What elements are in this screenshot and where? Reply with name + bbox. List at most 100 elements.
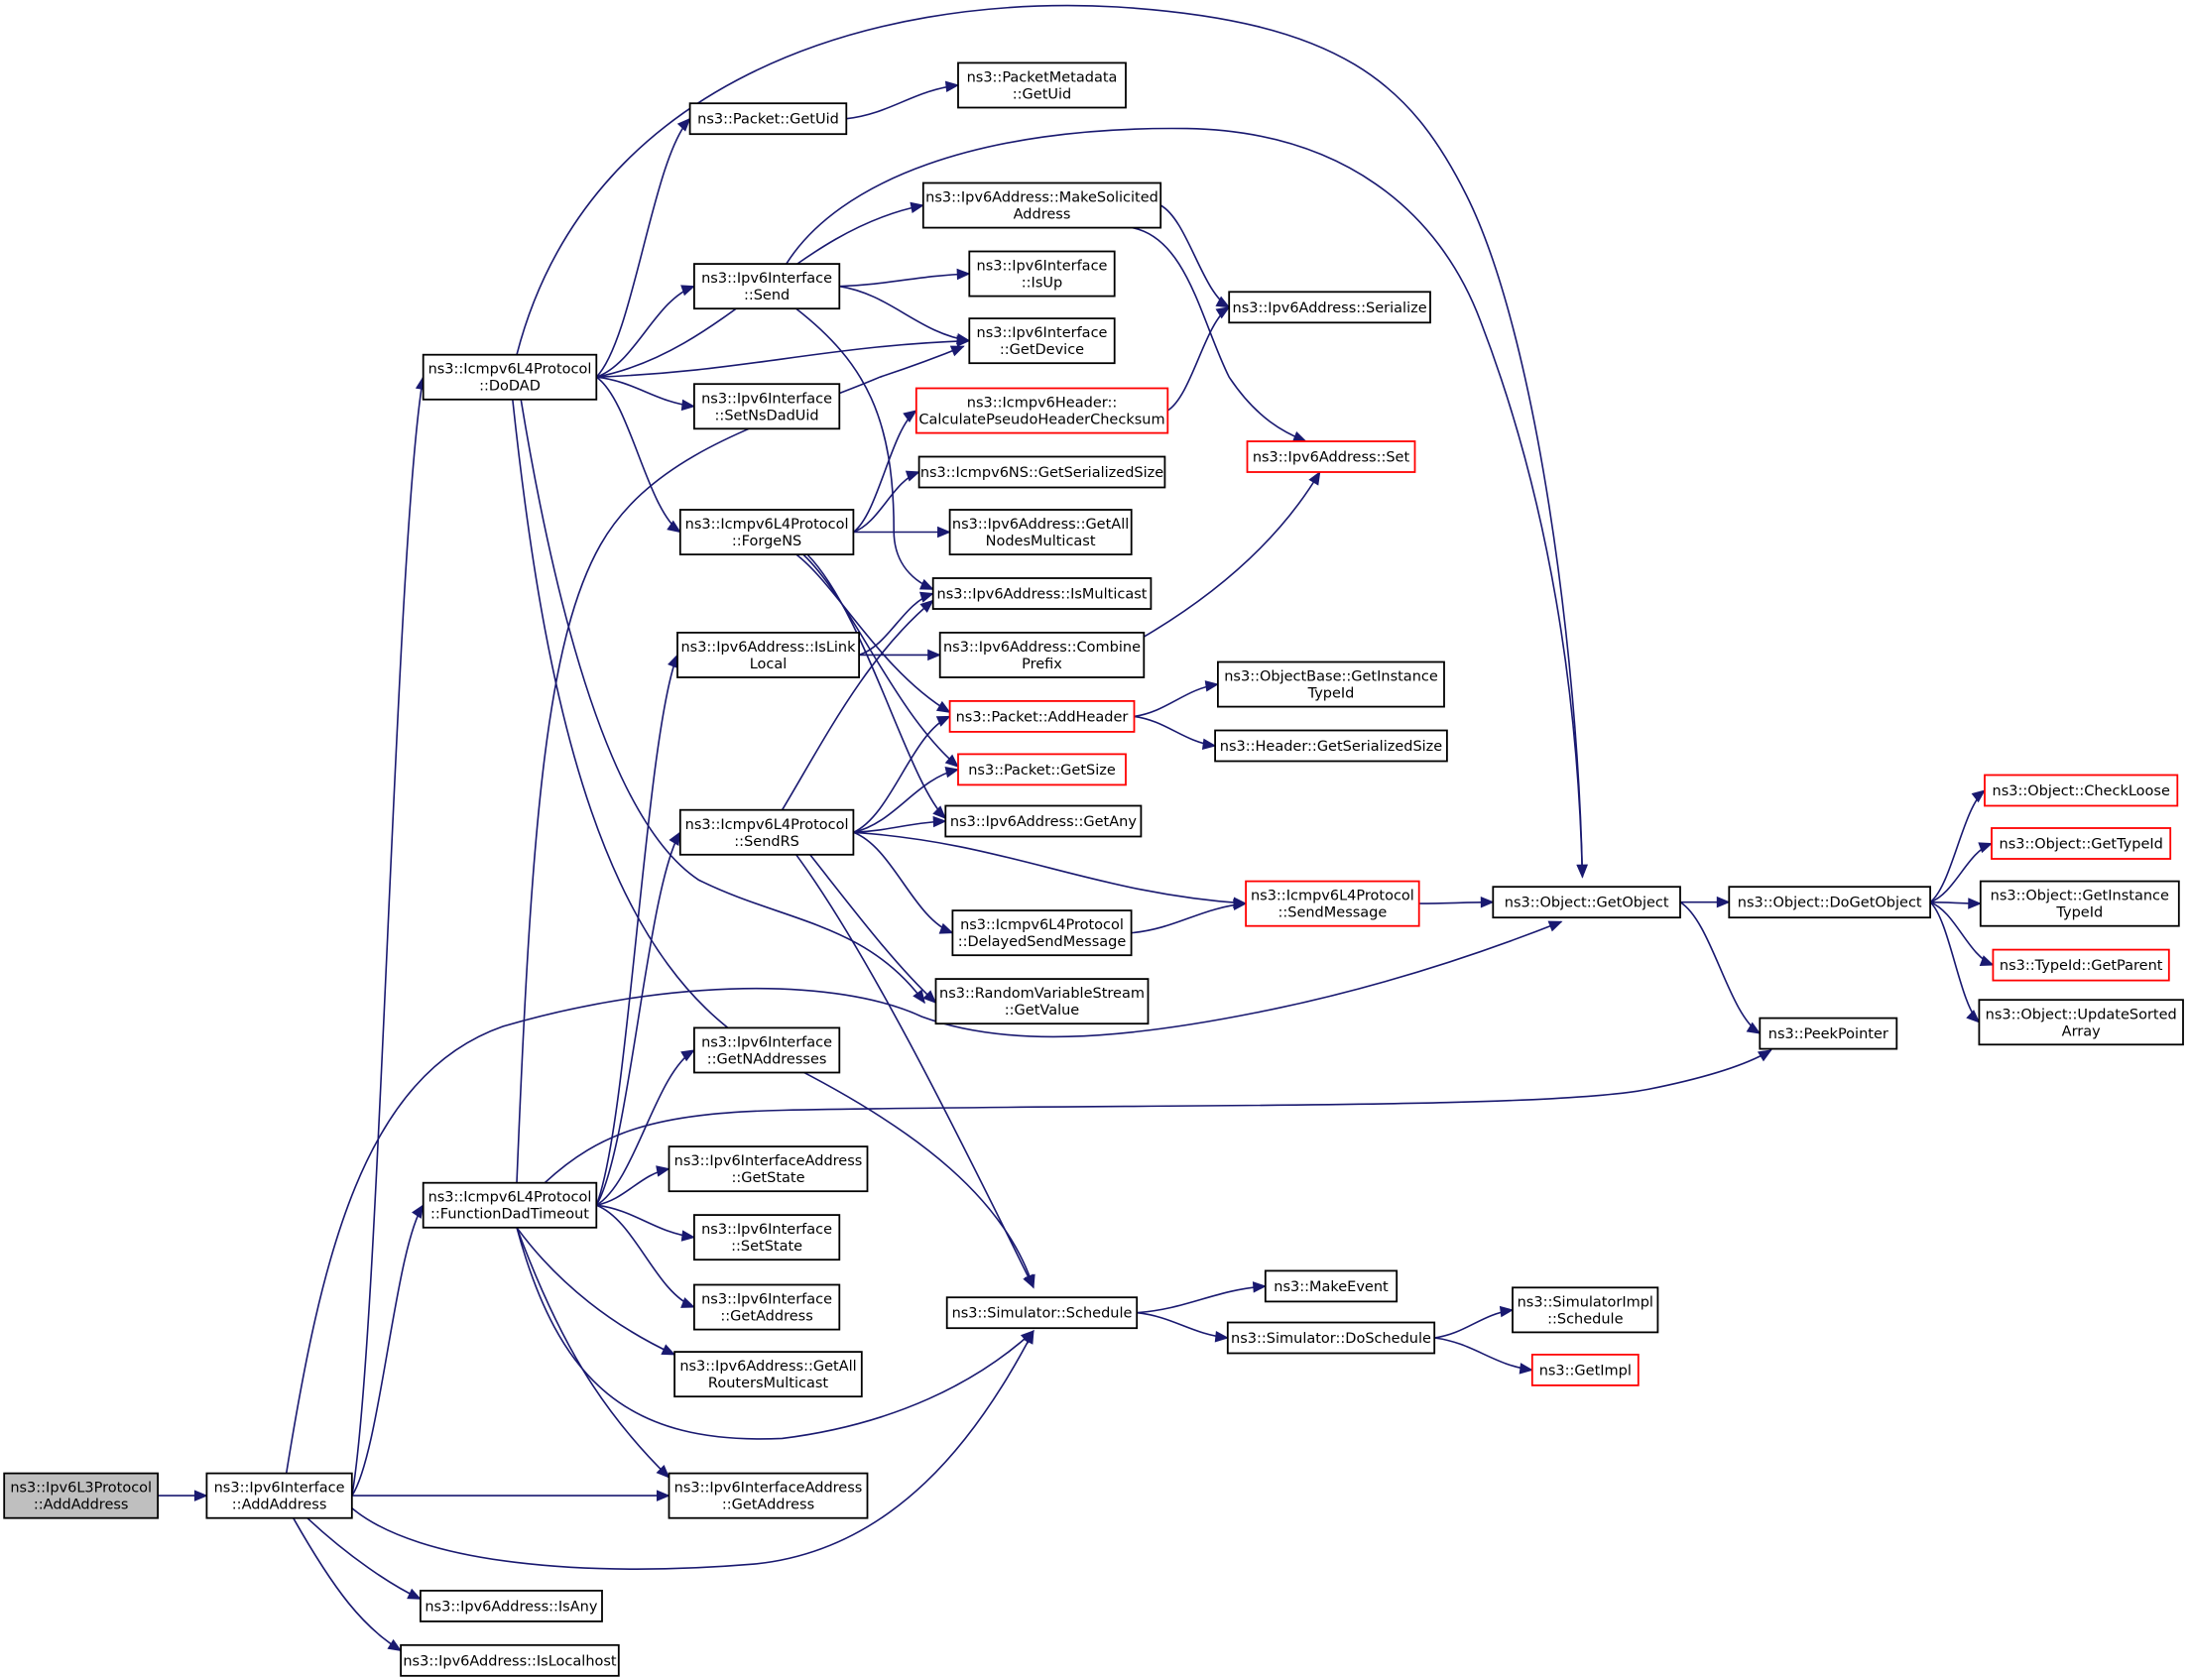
node-simimpl-schedule[interactable]: ns3::SimulatorImpl::Schedule bbox=[1512, 1286, 1659, 1334]
node-ifaddr-getstate[interactable]: ns3::Ipv6InterfaceAddress::GetState bbox=[668, 1145, 869, 1193]
node-box bbox=[914, 387, 1169, 434]
node-peekpointer[interactable]: ns3::PeekPointer bbox=[1759, 1017, 1898, 1050]
node-islocalhost[interactable]: ns3::Ipv6Address::IsLocalhost bbox=[400, 1643, 620, 1677]
node-rvs-getvalue[interactable]: ns3::RandomVariableStream::GetValue bbox=[934, 978, 1150, 1025]
node-getimpl[interactable]: ns3::GetImpl bbox=[1530, 1354, 1640, 1386]
node-setnsdaduid[interactable]: ns3::Ipv6Interface::SetNsDadUid bbox=[693, 383, 841, 430]
node-label-line: ::ForgeNS bbox=[732, 534, 801, 549]
edge-line bbox=[595, 831, 681, 1206]
node-sendmessage[interactable]: ns3::Icmpv6L4Protocol::SendMessage bbox=[1245, 880, 1420, 927]
edge-forgens-to-ns_getsersize bbox=[853, 470, 920, 534]
arrowhead-icon bbox=[1308, 470, 1321, 486]
edge-forgens-to-getany bbox=[806, 553, 947, 820]
node-calcpseudo[interactable]: ns3::Icmpv6Header::CalculatePseudoHeader… bbox=[914, 387, 1169, 434]
edge-l3_addaddress-to-iface_addaddress bbox=[158, 1490, 208, 1501]
arrowhead-icon bbox=[944, 754, 959, 768]
node-getparent[interactable]: ns3::TypeId::GetParent bbox=[1992, 948, 2170, 982]
edge-line bbox=[351, 1330, 1034, 1570]
node-doschedule[interactable]: ns3::Simulator::DoSchedule bbox=[1226, 1321, 1436, 1355]
edge-addheader-to-getinstancetypeid_ob bbox=[1134, 680, 1220, 718]
edge-forgens-to-addheader bbox=[795, 553, 951, 713]
node-dodad[interactable]: ns3::Icmpv6L4Protocol::DoDAD bbox=[422, 353, 598, 401]
arrowhead-icon bbox=[680, 399, 696, 412]
node-sendrs[interactable]: ns3::Icmpv6L4Protocol::SendRS bbox=[678, 808, 855, 856]
node-box bbox=[948, 700, 1136, 733]
node-getnaddresses[interactable]: ns3::Ipv6Interface::GetNAddresses bbox=[693, 1026, 841, 1074]
node-iface-setstate[interactable]: ns3::Ipv6Interface::SetState bbox=[693, 1214, 841, 1261]
arrowhead-icon bbox=[1519, 1363, 1534, 1375]
node-ns-getsersize[interactable]: ns3::Icmpv6NS::GetSerializedSize bbox=[917, 455, 1166, 489]
node-ismulticast[interactable]: ns3::Ipv6Address::IsMulticast bbox=[931, 577, 1153, 610]
node-getobject[interactable]: ns3::Object::GetObject bbox=[1492, 886, 1681, 919]
node-iface-isup[interactable]: ns3::Ipv6Interface::IsUp bbox=[968, 250, 1116, 298]
node-ifaddr-getaddress[interactable]: ns3::Ipv6InterfaceAddress::GetAddress bbox=[668, 1472, 869, 1519]
node-serialize[interactable]: ns3::Ipv6Address::Serialize bbox=[1228, 291, 1431, 324]
edge-line bbox=[595, 1049, 695, 1206]
node-getdevice[interactable]: ns3::Ipv6Interface::GetDevice bbox=[968, 317, 1116, 365]
node-gettypeid[interactable]: ns3::Object::GetTypeId bbox=[1991, 827, 2172, 860]
arrowhead-icon bbox=[1966, 1010, 1981, 1023]
edge-line bbox=[858, 592, 933, 657]
node-label-line: ns3::Icmpv6L4Protocol bbox=[428, 1190, 592, 1206]
node-label-line: ns3::Ipv6L3Protocol bbox=[10, 1481, 152, 1497]
node-isany[interactable]: ns3::Ipv6Address::IsAny bbox=[419, 1590, 603, 1622]
edge-iface_send-to-iface_isup bbox=[839, 268, 971, 288]
edge-line bbox=[781, 599, 934, 811]
node-checkloose[interactable]: ns3::Object::CheckLoose bbox=[1984, 774, 2179, 807]
edge-fdadtimeout-to-iface_getaddress bbox=[596, 1204, 696, 1308]
node-addr-set[interactable]: ns3::Ipv6Address::Set bbox=[1246, 440, 1416, 473]
edge-line bbox=[802, 553, 959, 768]
node-getany[interactable]: ns3::Ipv6Address::GetAny bbox=[944, 804, 1143, 838]
node-label-line: ns3::Ipv6Address::Set bbox=[1253, 450, 1410, 466]
node-fdadtimeout[interactable]: ns3::Icmpv6L4Protocol::FunctionDadTimeou… bbox=[422, 1181, 598, 1229]
node-label-line: ::Send bbox=[744, 288, 790, 303]
node-schedule[interactable]: ns3::Simulator::Schedule bbox=[945, 1296, 1139, 1330]
arrowhead-icon bbox=[905, 470, 920, 482]
node-iface-getaddress[interactable]: ns3::Ipv6Interface::GetAddress bbox=[693, 1283, 841, 1331]
node-l3-addaddress[interactable]: ns3::Ipv6L3Protocol::AddAddress bbox=[3, 1472, 159, 1519]
node-iface-send[interactable]: ns3::Ipv6Interface::Send bbox=[693, 263, 841, 310]
arrowhead-icon bbox=[1971, 789, 1987, 803]
node-box bbox=[938, 632, 1146, 678]
arrowhead-icon bbox=[1204, 680, 1220, 692]
node-iface-addaddress[interactable]: ns3::Ipv6Interface::AddAddress bbox=[205, 1472, 353, 1519]
edge-line bbox=[1434, 1337, 1532, 1372]
node-label-line: ::IsUp bbox=[1022, 276, 1062, 292]
node-addheader[interactable]: ns3::Packet::AddHeader bbox=[948, 700, 1136, 733]
node-label-line: TypeId bbox=[1307, 686, 1355, 702]
node-label-line: ns3::ObjectBase::GetInstance bbox=[1224, 669, 1438, 685]
node-label-line: ns3::Icmpv6L4Protocol bbox=[685, 517, 849, 533]
node-pkt-getsize[interactable]: ns3::Packet::GetSize bbox=[957, 753, 1127, 786]
node-delayedsend[interactable]: ns3::Icmpv6L4Protocol::DelayedSendMessag… bbox=[951, 909, 1133, 957]
node-forgens[interactable]: ns3::Icmpv6L4Protocol::ForgeNS bbox=[678, 509, 855, 555]
node-dogetobject[interactable]: ns3::Object::DoGetObject bbox=[1728, 886, 1932, 919]
edge-dodad-to-setnsdaduid bbox=[596, 376, 696, 412]
edge-dodad-to-forgens bbox=[595, 376, 681, 534]
edge-fdadtimeout-to-iface_setstate bbox=[596, 1204, 696, 1242]
edge-line bbox=[512, 399, 1034, 1288]
edge-line bbox=[809, 854, 937, 1004]
edge-islinklocal-to-ismulticast bbox=[858, 591, 934, 657]
node-makeevent[interactable]: ns3::MakeEvent bbox=[1264, 1269, 1399, 1303]
edge-line bbox=[1929, 901, 1980, 1023]
edge-line bbox=[595, 118, 691, 378]
node-hdr-getsersize[interactable]: ns3::Header::GetSerializedSize bbox=[1214, 729, 1448, 763]
node-box bbox=[968, 317, 1116, 365]
node-pkt-getuid[interactable]: ns3::Packet::GetUid bbox=[688, 102, 848, 136]
node-box bbox=[1217, 660, 1445, 708]
node-pmeta-getuid[interactable]: ns3::PacketMetadata::GetUid bbox=[957, 61, 1127, 109]
edge-line bbox=[544, 1049, 1772, 1184]
edge-line bbox=[516, 1227, 1034, 1440]
edge-line bbox=[839, 273, 970, 288]
node-box bbox=[693, 1283, 841, 1331]
node-label-line: ns3::Object::DoGetObject bbox=[1738, 896, 1922, 911]
node-label-line: ns3::Object::GetTypeId bbox=[2000, 837, 2163, 853]
